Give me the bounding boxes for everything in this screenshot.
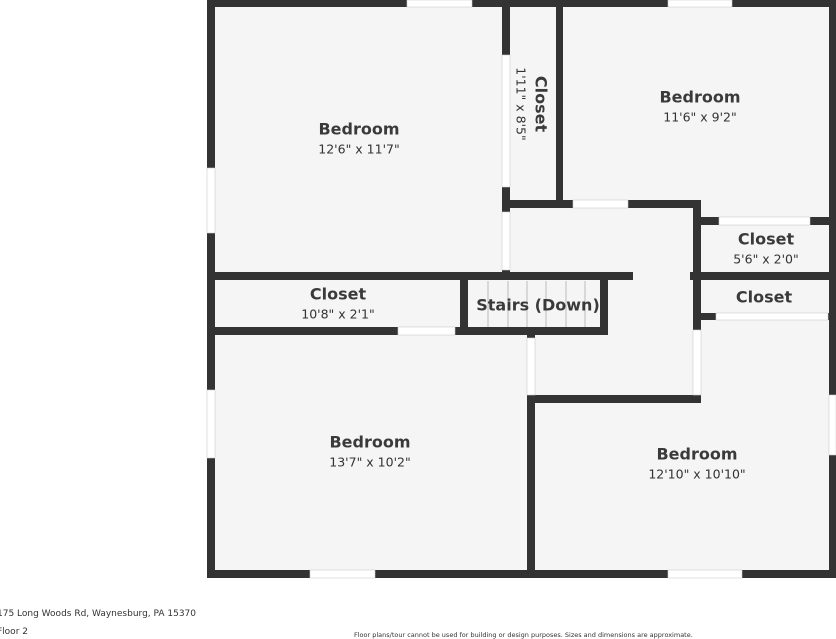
room-name: Bedroom	[656, 444, 738, 464]
room-dimensions: 13'7" x 10'2"	[329, 454, 411, 470]
room-name: Bedroom	[659, 87, 741, 107]
room-bedroom-1: Bedroom 12'6" x 11'7"	[318, 120, 399, 157]
stair-treads	[487, 281, 586, 327]
window	[206, 167, 216, 234]
window	[828, 394, 836, 456]
door-opening	[501, 54, 511, 188]
room-dimensions: 5'6" x 2'0"	[733, 251, 799, 267]
openings	[206, 0, 836, 579]
window	[667, 0, 733, 8]
room-name: Closet	[531, 75, 551, 133]
room-closet-3: Closet	[736, 288, 792, 307]
door-opening	[526, 337, 536, 396]
disclaimer: Floor plans/tour cannot be used for buil…	[354, 631, 693, 639]
room-closet-2: Closet 5'6" x 2'0"	[733, 230, 799, 267]
door-opening	[572, 199, 629, 209]
door-opening	[718, 216, 811, 226]
room-name: Closet	[309, 284, 367, 304]
room-dimensions: 12'10" x 10'10"	[648, 466, 746, 482]
address: 175 Long Woods Rd, Waynesburg, PA 15370	[0, 609, 197, 619]
room-bedroom-2: Bedroom 11'6" x 9'2"	[659, 88, 740, 125]
room-bedroom-4: Bedroom 12'10" x 10'10"	[648, 445, 745, 482]
stairs: Stairs (Down)	[476, 296, 600, 315]
room-name: Closet	[735, 287, 793, 307]
room-bedroom-3: Bedroom 13'7" x 10'2"	[329, 433, 410, 470]
door-opening	[715, 312, 829, 321]
room-name: Bedroom	[329, 432, 411, 452]
window	[667, 569, 743, 579]
window	[206, 389, 216, 459]
room-dimensions: 1'11" x 8'5"	[513, 67, 529, 141]
floor-area	[207, 0, 836, 578]
door-opening	[501, 211, 511, 271]
room-dimensions: 12'6" x 11'7"	[318, 141, 400, 157]
room-closet-4: Closet 10'8" x 2'1"	[301, 285, 374, 322]
room-dimensions: 10'8" x 2'1"	[301, 306, 375, 322]
door-opening	[692, 329, 702, 396]
door-opening	[397, 326, 456, 336]
window	[406, 0, 473, 8]
floor-label: Floor 2	[0, 627, 28, 637]
room-name: Stairs (Down)	[476, 295, 600, 315]
window	[309, 569, 376, 579]
room-name: Closet	[737, 229, 795, 249]
room-name: Bedroom	[318, 119, 400, 139]
room-dimensions: 11'6" x 9'2"	[663, 109, 737, 125]
room-closet-1: Closet 1'11" x 8'5"	[514, 67, 551, 140]
